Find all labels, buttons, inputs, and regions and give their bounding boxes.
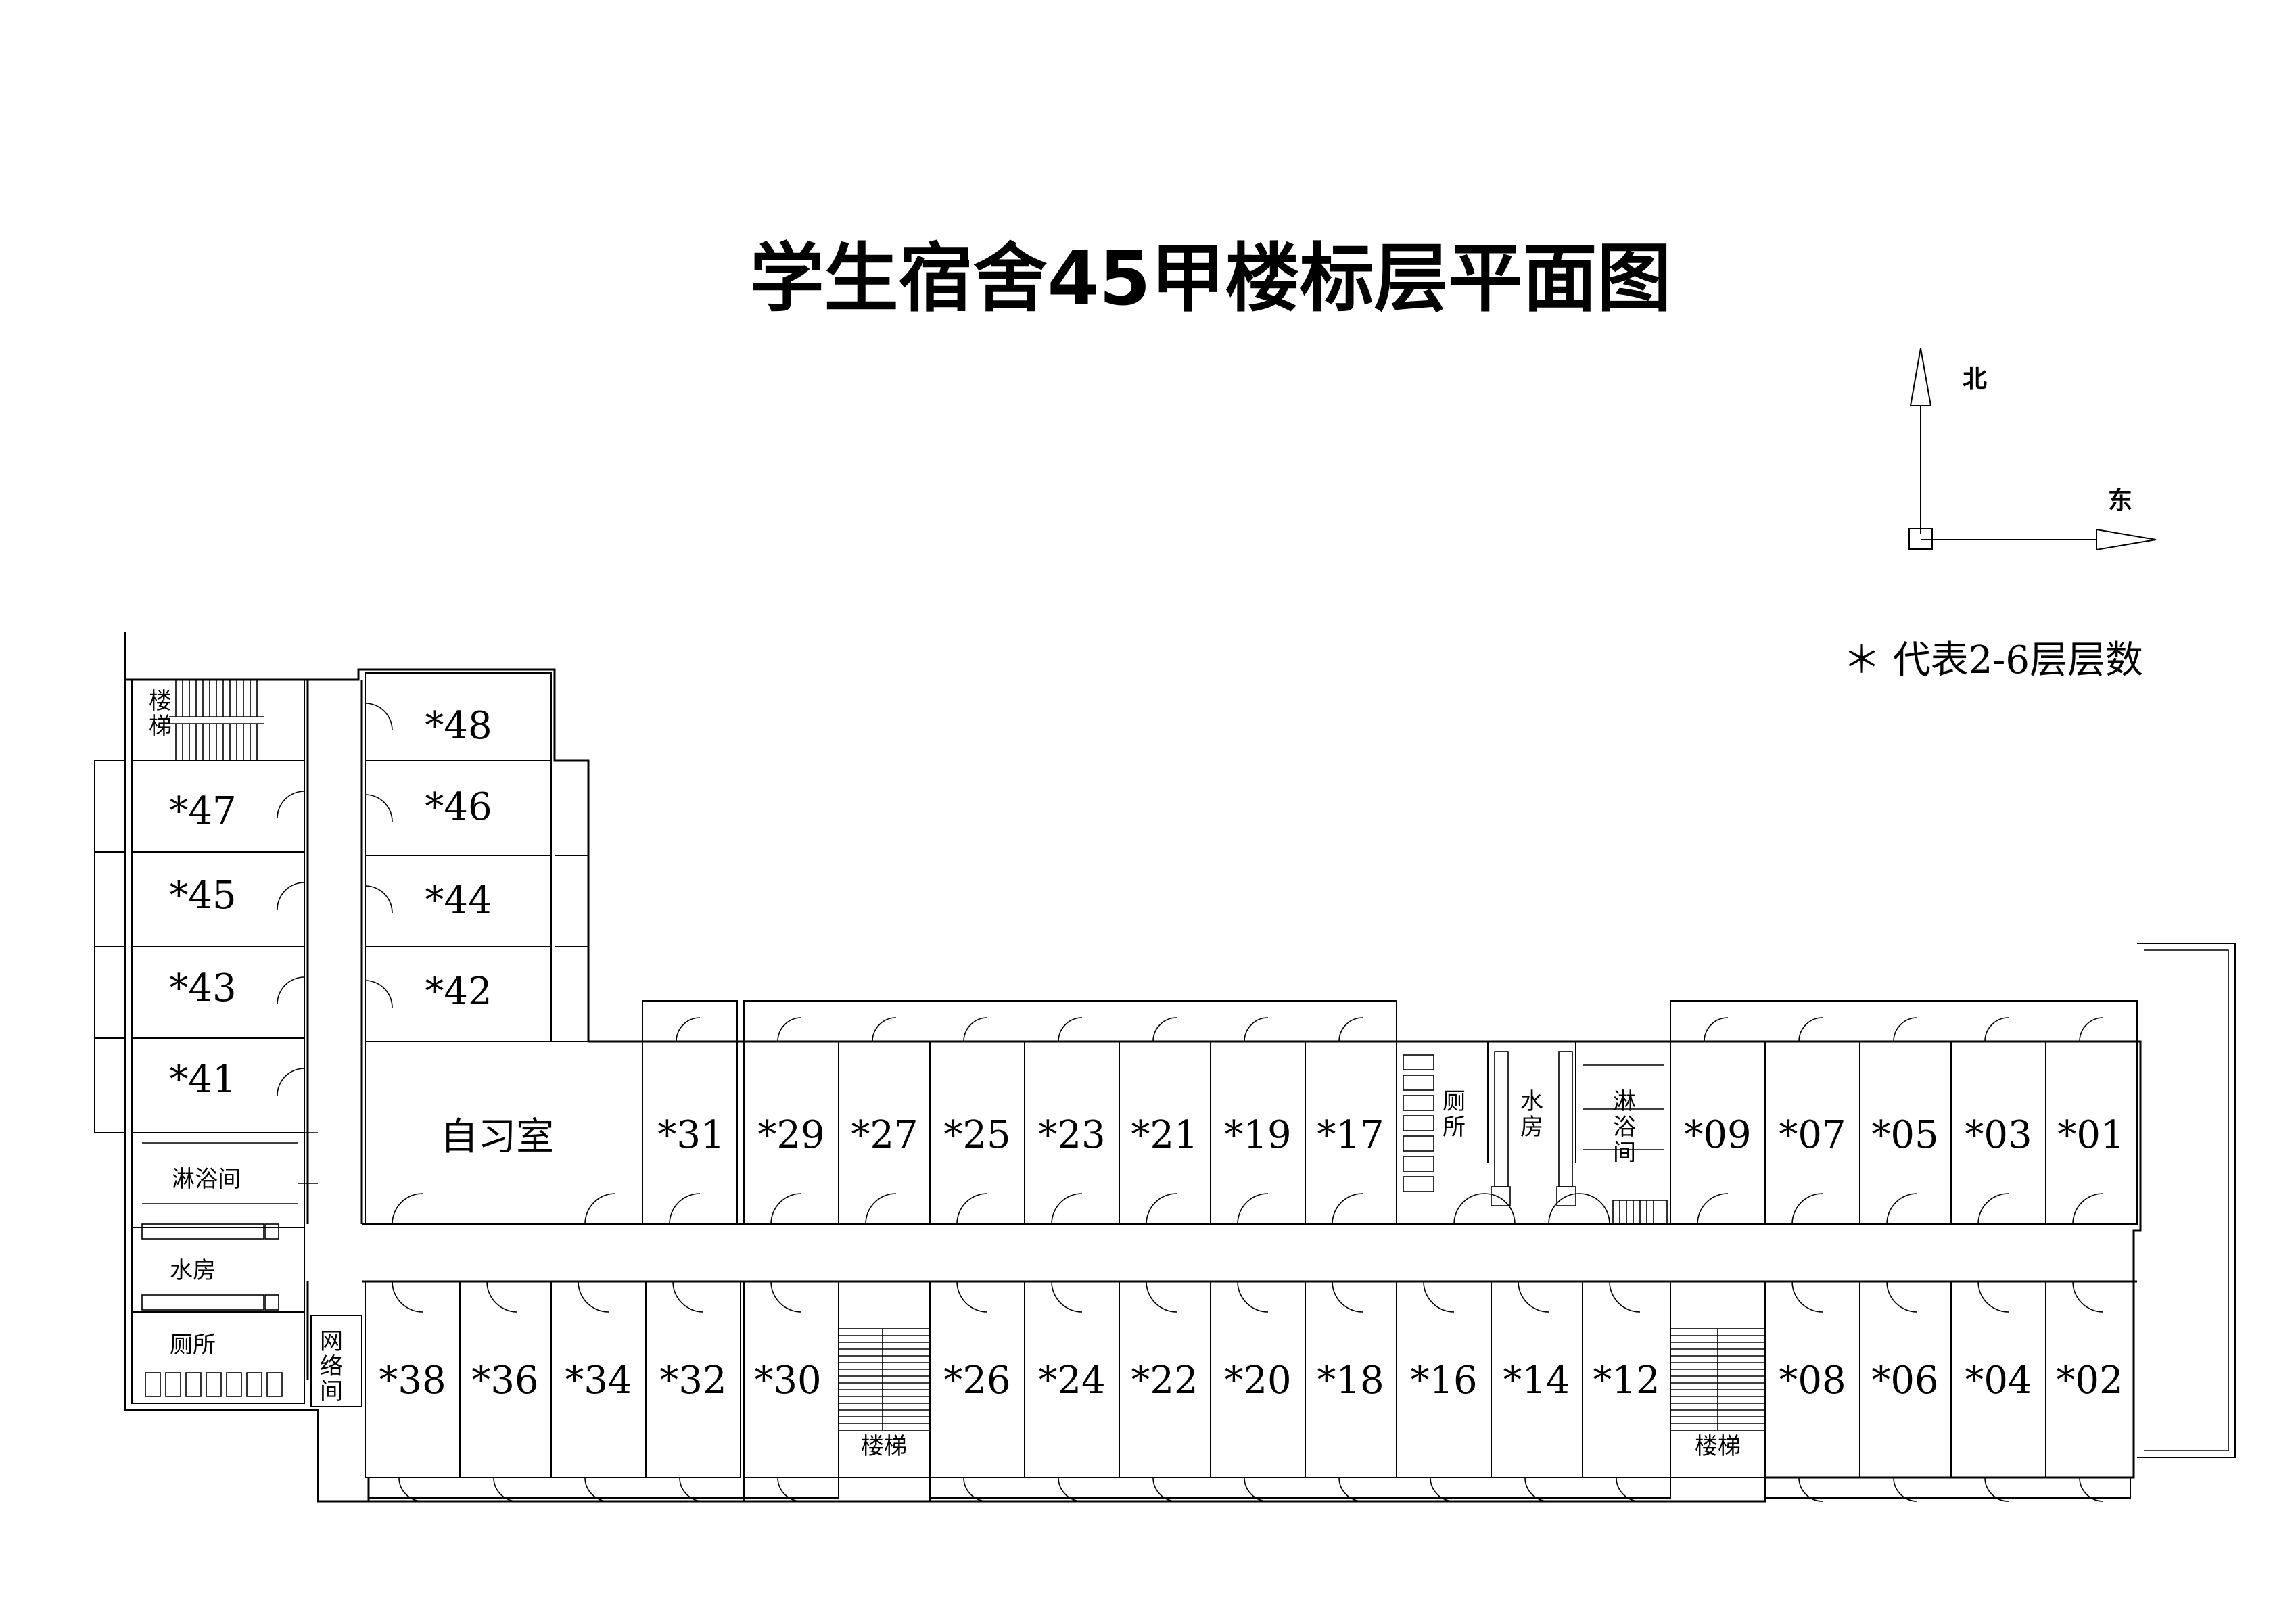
room-14-label: *14 xyxy=(1503,1359,1570,1403)
room-02-label: *02 xyxy=(2056,1359,2123,1403)
north-arrow-icon xyxy=(1909,348,1932,406)
compass: 北 东 xyxy=(1908,348,2157,551)
room-09-label: *09 xyxy=(1684,1113,1751,1157)
east-label: 东 xyxy=(2108,487,2132,515)
facility-labels: 自习室 楼 梯 淋浴间 水房 厕所 网 络 间 厕 所 水 房 淋 浴 间 楼梯… xyxy=(149,688,1741,1460)
plan-title: 学生宿舍45甲楼标层平面图 xyxy=(749,235,1671,322)
room-03-label: *03 xyxy=(1965,1113,2032,1157)
room-29-label: *29 xyxy=(757,1113,824,1157)
room-27-label: *27 xyxy=(851,1113,918,1157)
room-38-label: *38 xyxy=(379,1359,446,1403)
room-partitions xyxy=(131,672,2138,1478)
room-30-label: *30 xyxy=(754,1359,821,1403)
network-room-label-1: 网 xyxy=(320,1328,343,1355)
stair-nw-label-2: 梯 xyxy=(149,713,172,740)
room-06-label: *06 xyxy=(1871,1359,1938,1403)
room-04-label: *04 xyxy=(1965,1359,2032,1403)
room-17-label: *17 xyxy=(1317,1113,1384,1157)
water-room-central-label-2: 房 xyxy=(1520,1114,1543,1141)
room-21-label: *21 xyxy=(1131,1113,1198,1157)
room-22-label: *22 xyxy=(1131,1359,1198,1403)
room-19-label: *19 xyxy=(1224,1113,1291,1157)
water-room-central-label-1: 水 xyxy=(1520,1088,1543,1115)
door-swings xyxy=(277,703,2104,1502)
study-room-label: 自习室 xyxy=(440,1115,554,1159)
room-12-label: *12 xyxy=(1593,1359,1660,1403)
toilet-central-label-1: 厕 xyxy=(1443,1088,1466,1115)
room-47-label: *47 xyxy=(169,789,236,833)
room-36-label: *36 xyxy=(471,1359,538,1403)
network-room-label-2: 络 xyxy=(320,1353,343,1380)
stair-nw-label-1: 楼 xyxy=(149,688,172,715)
room-24-label: *24 xyxy=(1038,1359,1105,1403)
shower-central-label-2: 浴 xyxy=(1613,1114,1636,1141)
toilet-west-label: 厕所 xyxy=(170,1332,216,1359)
network-room-label-3: 间 xyxy=(320,1378,343,1405)
room-42-label: *42 xyxy=(425,970,492,1014)
room-45-label: *45 xyxy=(169,874,236,918)
room-43-label: *43 xyxy=(169,966,236,1010)
room-41-label: *41 xyxy=(169,1058,236,1102)
room-26-label: *26 xyxy=(943,1359,1010,1403)
room-20-label: *20 xyxy=(1224,1359,1291,1403)
room-23-label: *23 xyxy=(1038,1113,1105,1157)
room-48-label: *48 xyxy=(425,704,492,748)
room-44-label: *44 xyxy=(425,878,492,922)
room-05-label: *05 xyxy=(1871,1113,1938,1157)
shower-central-label-3: 间 xyxy=(1613,1139,1636,1167)
stair-south-1-label: 楼梯 xyxy=(861,1433,907,1460)
room-46-label: *46 xyxy=(425,785,492,829)
stair-treads xyxy=(169,680,1766,1431)
toilet-central-label-2: 所 xyxy=(1443,1114,1466,1141)
north-label: 北 xyxy=(1963,365,1987,393)
room-32-label: *32 xyxy=(659,1359,726,1403)
room-34-label: *34 xyxy=(565,1359,632,1403)
room-01-label: *01 xyxy=(2057,1113,2124,1157)
room-07-label: *07 xyxy=(1779,1113,1846,1157)
room-08-label: *08 xyxy=(1779,1359,1846,1403)
shower-room-west-label: 淋浴间 xyxy=(172,1166,241,1193)
east-arrow-icon xyxy=(2096,528,2157,551)
room-31-label: *31 xyxy=(657,1113,724,1157)
water-room-west-label: 水房 xyxy=(170,1257,216,1284)
legend-note: ＊ 代表2-6层层数 xyxy=(1843,638,2143,682)
fixtures xyxy=(141,1051,1664,1397)
shower-central-label-1: 淋 xyxy=(1613,1088,1636,1115)
room-18-label: *18 xyxy=(1317,1359,1384,1403)
room-16-label: *16 xyxy=(1410,1359,1477,1403)
room-labels: *48 *46 *44 *42 *47 *45 *43 *41 *31 *29 … xyxy=(169,704,2124,1403)
stair-south-2-label: 楼梯 xyxy=(1695,1433,1741,1460)
room-25-label: *25 xyxy=(943,1113,1010,1157)
